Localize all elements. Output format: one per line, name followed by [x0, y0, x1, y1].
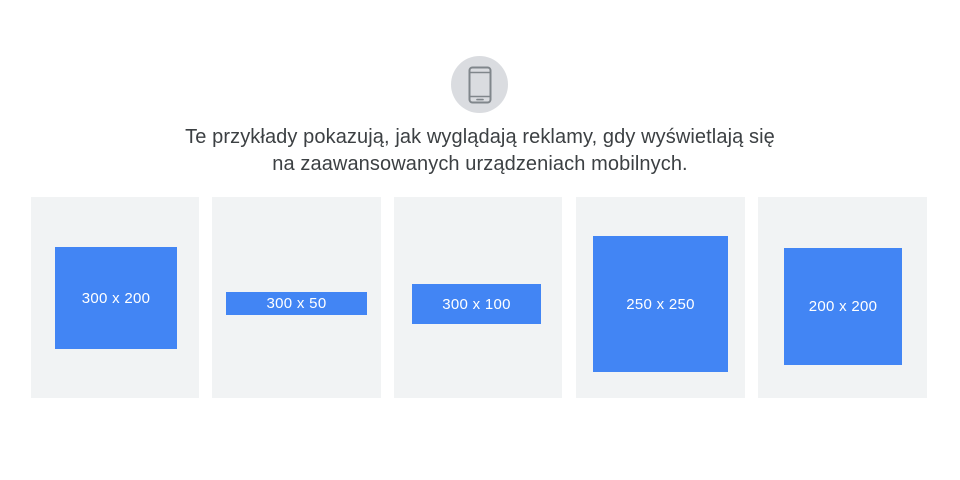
ad-size-label: 300 x 200: [81, 289, 151, 307]
ad-placeholder-300x100: 300 x 100: [412, 284, 541, 324]
ad-placeholder-250x250: 250 x 250: [593, 236, 728, 372]
smartphone-icon: [468, 66, 491, 103]
headline-line-1: Te przykłady pokazują, jak wyglądają rek…: [185, 126, 775, 148]
ad-size-label: 300 x 100: [442, 295, 511, 313]
ad-placeholder-300x200: 300 x 200: [55, 247, 177, 349]
ad-example-card-250x250: 250 x 250: [576, 197, 745, 398]
ad-size-label: 250 x 250: [626, 295, 695, 313]
page-headline: Te przykłady pokazują, jak wyglądają rek…: [80, 124, 880, 178]
ad-example-card-300x100: 300 x 100: [394, 197, 562, 398]
ad-placeholder-200x200: 200 x 200: [784, 248, 902, 365]
ad-size-label: 200 x 200: [808, 298, 878, 315]
ad-example-card-300x50: 300 x 50: [212, 197, 381, 398]
ad-size-label: 300 x 50: [266, 295, 327, 312]
ad-placeholder-300x50: 300 x 50: [226, 292, 367, 315]
phone-badge: [451, 56, 508, 113]
headline-line-2: na zaawansowanych urządzeniach mobilnych…: [272, 153, 688, 175]
ad-example-card-200x200: 200 x 200: [758, 197, 927, 398]
ad-example-card-300x200: 300 x 200: [31, 197, 199, 398]
